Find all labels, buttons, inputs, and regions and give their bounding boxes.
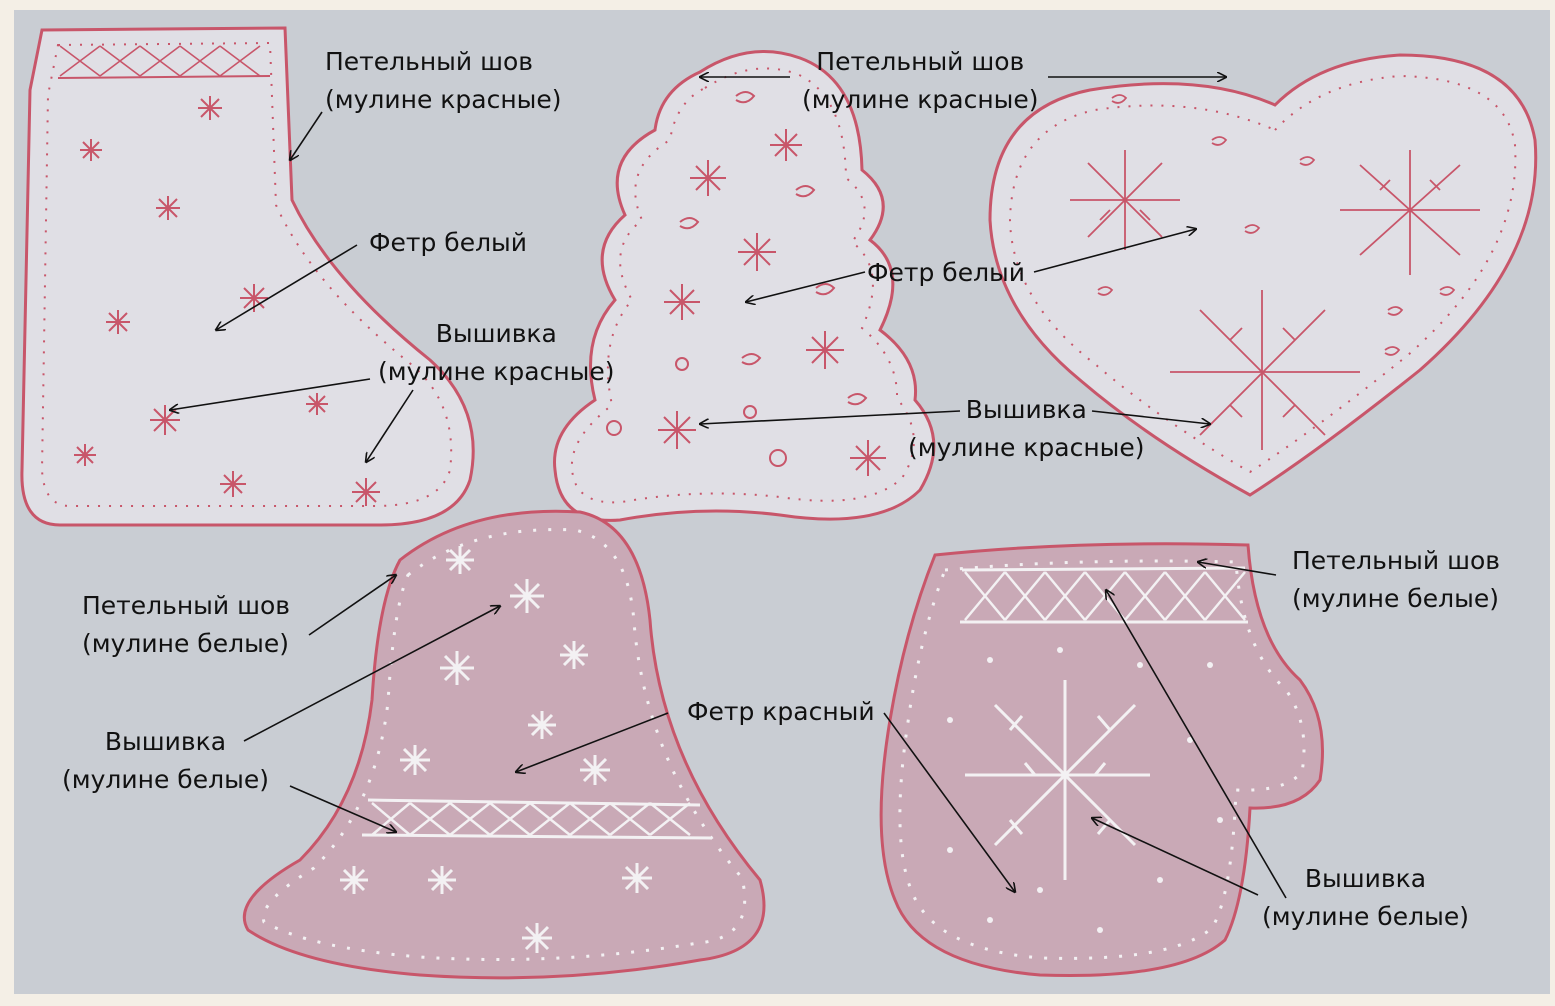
label-boot-embroidery-line2: (мулине красные) [378, 353, 615, 391]
label-mitten-embroidery-line2: (мулине белые) [1262, 898, 1469, 936]
label-bell-stitch: Петельный шов (мулине белые) [82, 587, 290, 663]
label-red-felt-line1: Фетр красный [687, 693, 875, 731]
label-bell-stitch-line2: (мулине белые) [82, 625, 290, 663]
label-boot-embroidery: Вышивка (мулине красные) [378, 315, 615, 391]
label-red-felt: Фетр красный [687, 693, 875, 731]
label-bell-embroidery: Вышивка (мулине белые) [62, 723, 269, 799]
label-mitten-embroidery-line1: Вышивка [1262, 860, 1469, 898]
label-tree-heart-stitch: Петельный шов (мулине красные) [802, 43, 1039, 119]
label-tree-heart-felt: Фетр белый [867, 254, 1025, 292]
label-mitten-stitch-line1: Петельный шов [1292, 542, 1500, 580]
label-tree-heart-embroidery: Вышивка (мулине красные) [908, 391, 1145, 467]
label-boot-felt: Фетр белый [369, 224, 527, 262]
label-boot-stitch: Петельный шов (мулине красные) [325, 43, 562, 119]
label-tree-embroidery-line2: (мулине красные) [908, 429, 1145, 467]
bell-shape [244, 511, 764, 978]
label-boot-stitch-line1: Петельный шов [325, 43, 562, 81]
label-tree-stitch-line2: (мулине красные) [802, 81, 1039, 119]
arrow-boot-stitch [290, 112, 322, 160]
label-boot-felt-line1: Фетр белый [369, 224, 527, 262]
mitten-shape [881, 544, 1322, 976]
label-bell-embroidery-line2: (мулине белые) [62, 761, 269, 799]
label-bell-stitch-line1: Петельный шов [82, 587, 290, 625]
label-tree-embroidery-line1: Вышивка [908, 391, 1145, 429]
label-mitten-embroidery: Вышивка (мулине белые) [1262, 860, 1469, 936]
label-mitten-stitch: Петельный шов (мулине белые) [1292, 542, 1500, 618]
label-boot-embroidery-line1: Вышивка [378, 315, 615, 353]
label-tree-stitch-line1: Петельный шов [802, 43, 1039, 81]
label-bell-embroidery-line1: Вышивка [62, 723, 269, 761]
label-mitten-stitch-line2: (мулине белые) [1292, 580, 1500, 618]
label-tree-felt-line1: Фетр белый [867, 254, 1025, 292]
label-boot-stitch-line2: (мулине красные) [325, 81, 562, 119]
